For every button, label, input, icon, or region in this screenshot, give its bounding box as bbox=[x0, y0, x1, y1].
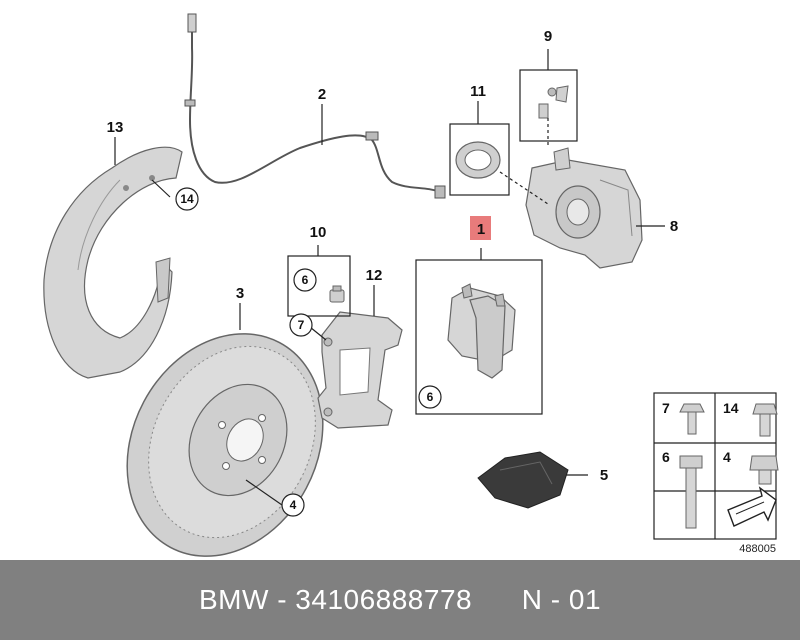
grid-label-14[interactable]: 14 bbox=[723, 400, 739, 416]
callout-4: 4 bbox=[290, 498, 297, 512]
brake-pads-part bbox=[447, 283, 516, 379]
callout-6b: 6 bbox=[427, 390, 434, 404]
guide-bolt-part bbox=[329, 285, 345, 303]
diagram-ref-number: 488005 bbox=[739, 543, 776, 555]
callout-14: 14 bbox=[180, 192, 194, 206]
grease-packet-part bbox=[477, 451, 569, 509]
part-1-highlight bbox=[470, 216, 491, 240]
callout-1[interactable]: 1 bbox=[477, 221, 485, 238]
seal-kit-part bbox=[455, 141, 501, 179]
callout-9[interactable]: 9 bbox=[544, 28, 552, 45]
direction-arrow-icon bbox=[727, 486, 777, 527]
callout-10[interactable]: 10 bbox=[310, 224, 327, 241]
callout-3[interactable]: 3 bbox=[236, 285, 244, 302]
grid-label-6[interactable]: 6 bbox=[662, 449, 670, 465]
brake-caliper-part bbox=[525, 147, 643, 269]
bolt-7-icon bbox=[679, 403, 705, 435]
caliper-carrier-part bbox=[317, 311, 403, 429]
bolt-4-icon bbox=[749, 455, 779, 485]
callout-11[interactable]: 11 bbox=[470, 83, 486, 100]
callout-4-circle[interactable]: 4 bbox=[281, 493, 305, 517]
parts-diagram: 1 2 3 5 8 9 10 11 12 13 14 6 7 6 4 7 14 … bbox=[43, 13, 779, 557]
footer-bar: BMW - 34106888778 N - 01 bbox=[0, 560, 800, 640]
callout-6a: 6 bbox=[302, 273, 309, 287]
callout-6a-circle[interactable]: 6 bbox=[293, 268, 317, 292]
leader-lines bbox=[114, 49, 665, 506]
callout-13[interactable]: 13 bbox=[107, 119, 124, 136]
part-number-label: BMW - 34106888778 N - 01 bbox=[198, 584, 602, 615]
callout-6b-circle[interactable]: 6 bbox=[418, 385, 442, 409]
grid-label-4[interactable]: 4 bbox=[723, 449, 731, 465]
group-boxes bbox=[287, 69, 777, 540]
callout-8[interactable]: 8 bbox=[670, 218, 678, 235]
bleed-valve-part bbox=[538, 85, 569, 119]
brake-disc-part bbox=[126, 333, 324, 557]
callout-7-circle[interactable]: 7 bbox=[289, 313, 313, 337]
callout-2[interactable]: 2 bbox=[318, 86, 326, 103]
bolt-14-icon bbox=[752, 403, 778, 437]
hardware-grid: 7 14 6 4 bbox=[662, 400, 779, 529]
wear-sensor-part bbox=[184, 13, 446, 199]
bolt-6-icon bbox=[679, 455, 703, 529]
callout-12[interactable]: 12 bbox=[366, 267, 383, 284]
callout-7: 7 bbox=[298, 318, 305, 332]
callout-5[interactable]: 5 bbox=[600, 467, 608, 484]
grid-label-7[interactable]: 7 bbox=[662, 400, 670, 416]
callout-14-circle[interactable]: 14 bbox=[175, 187, 199, 211]
brake-shield-part bbox=[43, 146, 183, 379]
